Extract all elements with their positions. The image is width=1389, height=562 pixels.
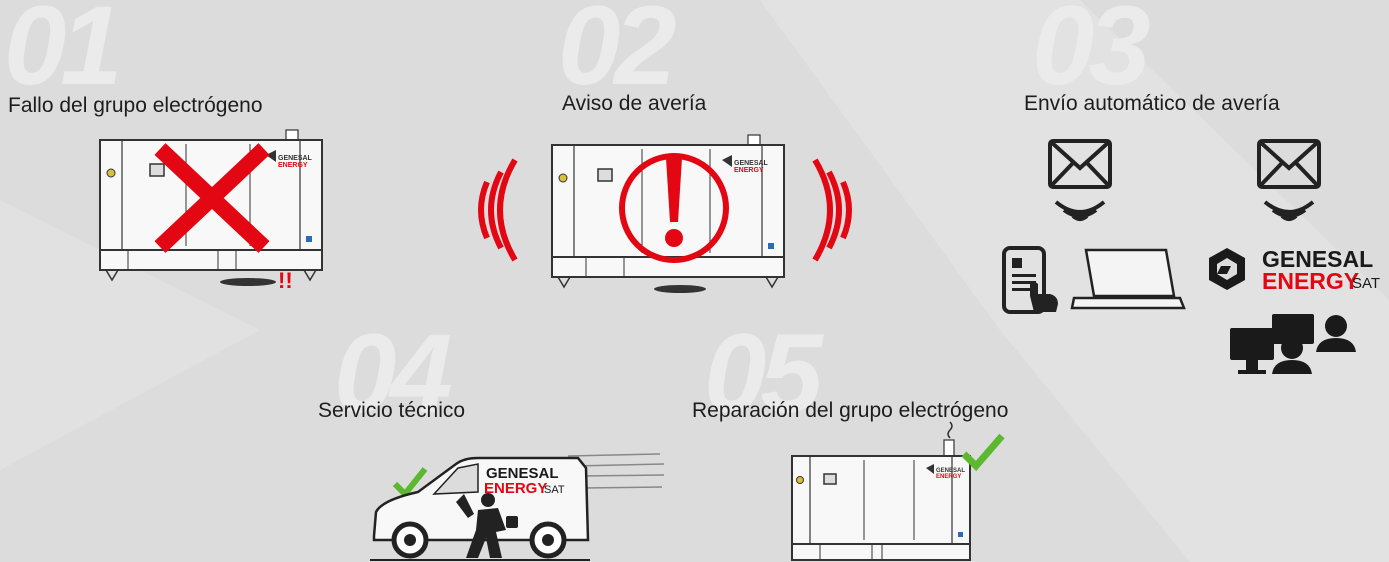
alert-marks: !! xyxy=(278,268,293,293)
envelope-icon xyxy=(1257,139,1321,189)
step-number-01: 01 xyxy=(4,0,123,108)
service-van-icon xyxy=(370,453,665,561)
step-number-04: 04 xyxy=(334,311,453,436)
step-label-04: Servicio técnico xyxy=(318,399,466,422)
svg-text:GENESAL: GENESAL xyxy=(278,155,313,162)
van-brand-line-2: ENERGY xyxy=(484,480,548,497)
step-label-05: Reparación del grupo electrógeno xyxy=(692,399,1009,422)
step-number-05: 05 xyxy=(704,311,823,436)
smartphone-icon xyxy=(1002,246,1058,314)
step-label-01: Fallo del grupo electrógeno xyxy=(8,94,263,117)
checkmark-icon xyxy=(392,467,428,499)
brand-line-1: GENESAL xyxy=(1262,246,1374,272)
wireless-signal-icon xyxy=(1054,200,1106,221)
svg-text:ENERGY: ENERGY xyxy=(734,167,764,174)
technician-icon xyxy=(456,493,518,558)
svg-text:ENERGY: ENERGY xyxy=(278,162,308,169)
red-x-icon xyxy=(154,143,270,253)
van-brand-line-1: GENESAL xyxy=(486,465,559,482)
brand-line-2: ENERGY xyxy=(1262,268,1360,294)
step-label-02: Aviso de avería xyxy=(562,92,707,115)
generator-icon: GENESAL ENERGY xyxy=(791,421,971,561)
warning-exclamation-icon xyxy=(619,153,729,263)
brand-suffix: SAT xyxy=(1352,275,1381,292)
laptop-icon xyxy=(1070,248,1186,310)
svg-text:GENESAL: GENESAL xyxy=(734,160,769,167)
sound-waves-icon xyxy=(478,158,852,262)
wireless-signal-icon xyxy=(1263,200,1315,221)
step-label-03: Envío automático de avería xyxy=(1024,92,1280,115)
genesal-logo-icon xyxy=(1209,248,1245,290)
svg-text:GENESAL: GENESAL xyxy=(936,468,965,474)
checkmark-icon xyxy=(961,433,1005,472)
operators-icon xyxy=(1230,314,1356,374)
envelope-icon xyxy=(1048,139,1112,189)
step-number-02: 02 xyxy=(558,0,677,108)
van-brand-suffix: SAT xyxy=(544,484,565,496)
svg-text:ENERGY: ENERGY xyxy=(936,474,961,480)
step-number-03: 03 xyxy=(1032,0,1151,108)
